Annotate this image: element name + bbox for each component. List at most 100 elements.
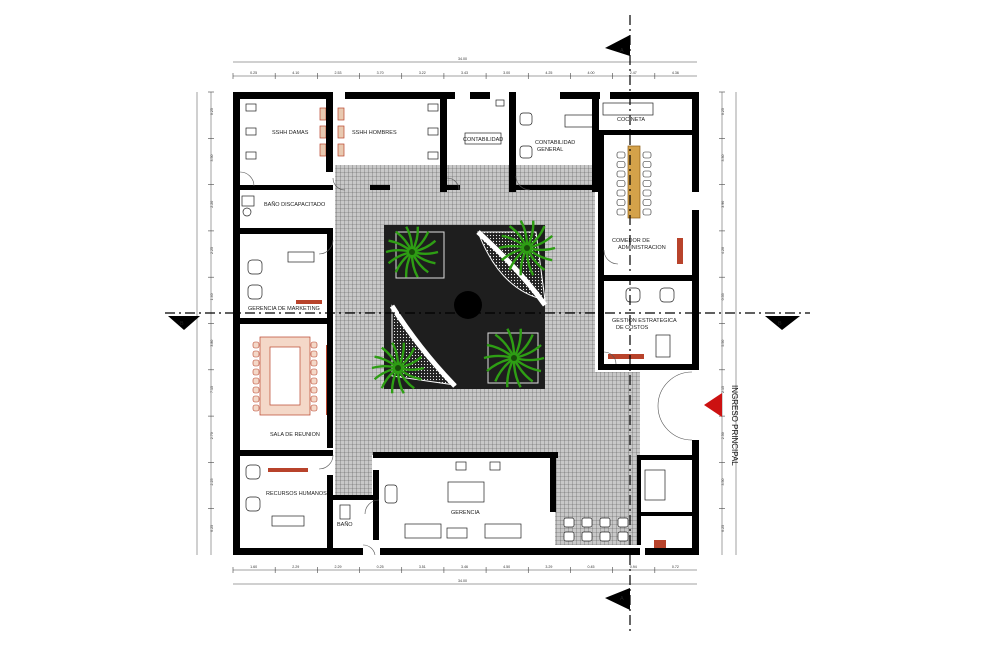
dimension-texts: 0.25 4.10 2.53 3.70 3.22 3.43 3.00 4.25 4.00 2.47… <box>210 57 725 583</box>
dim-right: 3.90 <box>721 201 725 208</box>
dim-top: 0.25 <box>250 71 257 75</box>
dim-top: 4.00 <box>588 71 595 75</box>
chair-icon <box>252 404 260 412</box>
chair-icon <box>642 180 652 187</box>
dim-top: 4.10 <box>292 71 299 75</box>
plant-icon <box>371 342 425 394</box>
dim-bottom: 3.51 <box>419 565 426 569</box>
chair-icon <box>310 350 318 358</box>
label-bano: BAÑO <box>337 521 353 528</box>
dim-right: 0.25 <box>721 525 725 532</box>
chair-icon <box>310 395 318 403</box>
chair-icon <box>642 170 652 178</box>
furniture <box>241 99 683 548</box>
label-recursos-humanos: RECURSOS HUMANOS <box>266 491 327 497</box>
dim-bottom: 2.29 <box>334 565 341 569</box>
chair-icon <box>616 170 626 178</box>
dim-bottom: 0.72 <box>672 565 679 569</box>
chair-icon <box>617 517 629 528</box>
chair-icon <box>252 359 260 367</box>
chair-icon <box>616 199 626 206</box>
dim-top: 3.43 <box>461 71 468 75</box>
chair-icon <box>310 386 318 394</box>
chair-icon <box>252 395 260 403</box>
doors <box>239 171 693 556</box>
section-mark-b-left: B <box>180 321 184 327</box>
chair-icon <box>581 517 593 528</box>
plant-icon <box>385 226 439 278</box>
section-mark-a-top: A <box>620 48 624 54</box>
dim-bottom: 2.29 <box>292 565 299 569</box>
dim-right: 3.30 <box>721 154 725 161</box>
chair-icon <box>252 386 260 394</box>
dim-left: 7.15 <box>210 386 214 393</box>
dim-right: 0.25 <box>721 108 725 115</box>
label-gerencia-marketing: GERENCIA DE MARKETING <box>248 306 320 312</box>
plants <box>371 220 556 394</box>
room-labels: SSHH DAMAS SSHH HOMBRES CONTABILIDAD CON… <box>248 117 677 528</box>
chair-icon <box>616 180 626 187</box>
dim-top: 3.22 <box>419 71 426 75</box>
plant-icon <box>498 220 556 276</box>
dim-right: 4.20 <box>721 247 725 254</box>
label-ssh-damas: SSHH DAMAS <box>272 130 309 136</box>
dim-right: 3.50 <box>721 479 725 486</box>
dim-left: 2.25 <box>210 479 214 486</box>
dim-left: 3.80 <box>210 340 214 347</box>
section-mark-b-right: B <box>778 321 782 327</box>
chair-icon <box>616 189 626 197</box>
chair-icon <box>252 368 260 376</box>
chair-icon <box>581 531 593 542</box>
dim-top: 2.47 <box>630 71 637 75</box>
dim-left: 2.20 <box>210 201 214 208</box>
dim-bottom: 0.45 <box>588 565 595 569</box>
chair-icon <box>642 151 652 159</box>
chair-icon <box>310 368 318 376</box>
dim-top: 3.70 <box>377 71 384 75</box>
fountain <box>454 291 482 319</box>
chair-icon <box>616 151 626 159</box>
chair-icon <box>310 377 318 385</box>
dim-top: 3.00 <box>503 71 510 75</box>
dim-top-total: 34.00 <box>458 57 467 61</box>
section-mark-a-bottom: A <box>620 596 624 602</box>
dim-bottom: 4.50 <box>503 565 510 569</box>
dim-bottom-total: 34.00 <box>458 579 467 583</box>
patio <box>335 165 640 545</box>
chair-icon <box>252 341 260 349</box>
plant-icon <box>483 328 545 388</box>
chair-icon <box>310 359 318 367</box>
chair-icon <box>563 517 575 528</box>
label-sala-reunion: SALA DE REUNION <box>270 432 320 438</box>
dim-right: 2.50 <box>721 432 725 439</box>
chair-icon <box>563 531 575 542</box>
dim-bottom: 1.60 <box>250 565 257 569</box>
chair-icon <box>310 404 318 412</box>
label-cocineta: COCINETA <box>617 117 645 123</box>
chair-icon <box>252 377 260 385</box>
chair-icon <box>642 161 652 168</box>
dim-left: 3.50 <box>210 154 214 161</box>
chair-icon <box>616 161 626 168</box>
chair-icon <box>252 350 260 358</box>
dim-top: 2.53 <box>334 71 341 75</box>
chair-icon <box>599 531 611 542</box>
dim-right: 0.55 <box>721 293 725 300</box>
dim-left: 0.25 <box>210 108 214 115</box>
dim-top: 4.25 <box>545 71 552 75</box>
label-contabilidad: CONTABILIDAD <box>463 137 503 143</box>
label-gerencia: GERENCIA <box>451 510 480 516</box>
section-lines <box>165 15 810 632</box>
chair-icon <box>616 208 626 216</box>
section-markers <box>168 35 800 610</box>
dim-bottom: 0.94 <box>630 565 637 569</box>
dim-left: 2.70 <box>210 432 214 439</box>
dim-bottom: 3.46 <box>461 565 468 569</box>
chair-icon <box>642 208 652 216</box>
chair-icon <box>617 531 629 542</box>
dim-right: 5.50 <box>721 340 725 347</box>
